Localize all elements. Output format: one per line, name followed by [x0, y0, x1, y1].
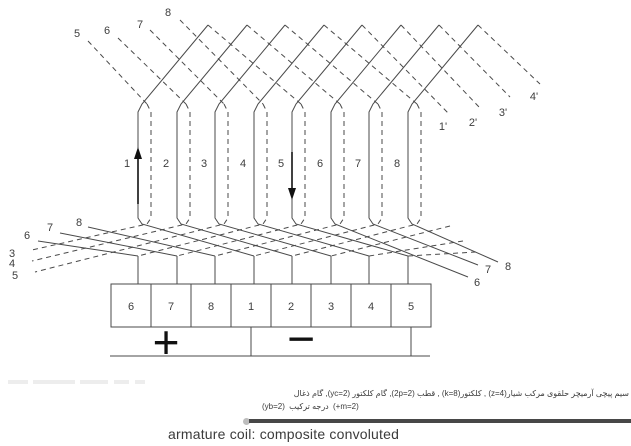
right-solid-label: 8 [505, 261, 511, 273]
right-solid-label: 6 [474, 277, 480, 289]
negative-brush-sign: − [287, 313, 315, 366]
current-down-arrow-head [288, 188, 296, 200]
coil-number: 2 [163, 158, 169, 170]
faint-watermark [33, 380, 75, 384]
coil-number: 5 [278, 158, 284, 170]
left-solid-label: 6 [24, 230, 30, 242]
brush-rail [110, 327, 430, 357]
dashed-top-entry-lines [87, 19, 264, 105]
caption-fa-line1: سیم پیچی آرمیچر حلقوی مرکب شیار(z=4) , ک… [293, 389, 629, 398]
coil-number: 8 [394, 158, 400, 170]
top-left-label: 7 [137, 19, 143, 31]
faint-watermark [114, 380, 129, 384]
right-solid-label: 7 [485, 264, 491, 276]
commutator-segment-label: 5 [408, 301, 414, 313]
top-left-label: 5 [74, 28, 80, 40]
coil-number: 7 [355, 158, 361, 170]
top-right-label: 1' [439, 121, 447, 133]
left-dashed-label: 3 [9, 248, 15, 260]
coil-number: 3 [201, 158, 207, 170]
dashed-top-descents [207, 24, 418, 105]
top-left-label: 6 [104, 25, 110, 37]
faint-watermark [8, 380, 28, 384]
caption-fa-line2-m: (+m=2) [332, 402, 359, 411]
left-dashed-label: 4 [9, 258, 15, 270]
left-solid-label: 7 [47, 222, 53, 234]
positive-brush-sign: + [153, 316, 180, 368]
commutator-segment-label: 8 [208, 301, 214, 313]
commutator-riser-stubs [137, 256, 409, 284]
top-right-label: 3' [499, 107, 507, 119]
top-right-label: 2' [469, 117, 477, 129]
caption-fa-line2-phrase: درجه ترکیب [289, 402, 329, 411]
commutator-segment-label: 4 [368, 301, 374, 313]
commutator-segment-label: 7 [168, 301, 174, 313]
faint-watermark [80, 380, 108, 384]
commutator-segment-label: 2 [288, 301, 294, 313]
left-dashed-label: 5 [12, 270, 18, 282]
coil-number: 6 [317, 158, 323, 170]
dashed-coil-sides [31, 103, 422, 273]
faint-watermark [135, 380, 145, 384]
dashed-right-entry-lines [330, 225, 477, 257]
divider-endcap-dot [243, 418, 250, 425]
dashed-top-exit-lines [361, 24, 541, 116]
coil-number: 1 [124, 158, 130, 170]
caption-fa-line2-yb: (yb=2) [262, 402, 285, 411]
caption-english: armature coil: composite convoluted [168, 426, 400, 442]
top-left-label: 8 [165, 7, 171, 19]
caption-fa-line2: (yb=2) درجه ترکیب (+m=2) [261, 402, 360, 411]
commutator-segment-label: 1 [248, 301, 254, 313]
current-up-arrow-head [134, 147, 142, 159]
commutator-segment-label: 6 [128, 301, 134, 313]
left-solid-label: 8 [76, 217, 82, 229]
commutator-segment-label: 3 [328, 301, 334, 313]
divider-bar [249, 419, 631, 423]
coil-number: 4 [240, 158, 246, 170]
commutator-segment-dividers [150, 284, 392, 327]
top-right-label: 4' [530, 91, 538, 103]
solid-left-entry-lines [37, 226, 216, 257]
